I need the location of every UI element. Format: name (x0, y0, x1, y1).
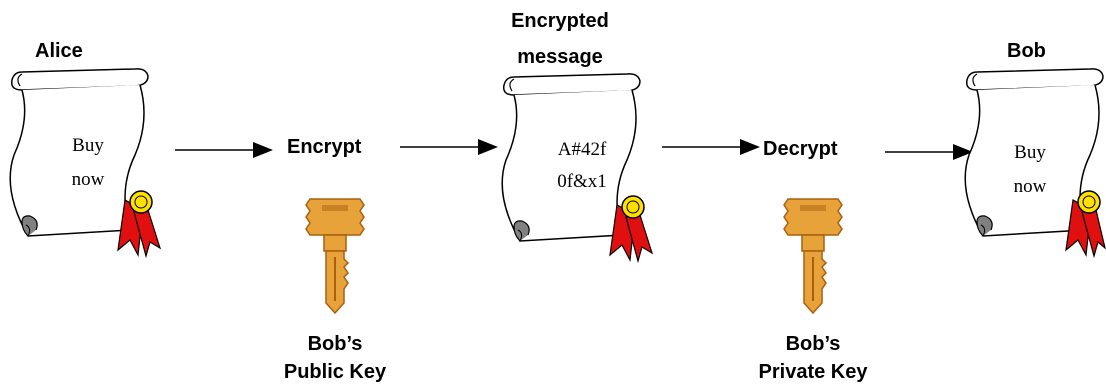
ciphertext-scroll-icon (501, 73, 654, 264)
public-key-line1: Bob’s (307, 333, 363, 355)
received-line2: now (1013, 176, 1047, 197)
ciphertext-line2: 0f&x1 (557, 171, 607, 192)
arrow-to-encrypt (175, 142, 273, 158)
public-key-icon (305, 198, 365, 315)
encrypt-label: Encrypt (287, 136, 362, 158)
arrow-to-decrypt (662, 139, 760, 155)
arrow-to-ciphertext (400, 139, 498, 155)
plaintext-line1: Buy (72, 135, 104, 156)
private-key-line1: Bob’s (785, 333, 841, 355)
plaintext-line2: now (71, 169, 105, 190)
alice-label: Alice (35, 40, 83, 62)
plaintext-scroll-icon (9, 68, 162, 259)
private-key-line2: Private Key (758, 361, 868, 383)
ciphertext-message: A#42f 0f&x1 (537, 137, 627, 195)
encrypted-title-line2: message (517, 46, 603, 68)
private-key-icon (783, 198, 843, 315)
arrow-to-bob (885, 144, 973, 160)
public-key-label: Bob’s Public Key (260, 333, 410, 383)
bob-label: Bob (1007, 40, 1046, 62)
ciphertext-line1: A#42f (557, 139, 607, 160)
received-scroll-icon (964, 68, 1106, 259)
encrypted-message-title: Encrypted message (495, 10, 625, 68)
decrypt-label: Decrypt (763, 138, 838, 160)
plaintext-message: Buy now (48, 133, 128, 193)
encrypted-title-line1: Encrypted (511, 10, 609, 32)
received-line1: Buy (1014, 142, 1046, 163)
private-key-label: Bob’s Private Key (733, 333, 893, 383)
received-message: Buy now (995, 140, 1065, 200)
public-key-line2: Public Key (283, 361, 387, 383)
